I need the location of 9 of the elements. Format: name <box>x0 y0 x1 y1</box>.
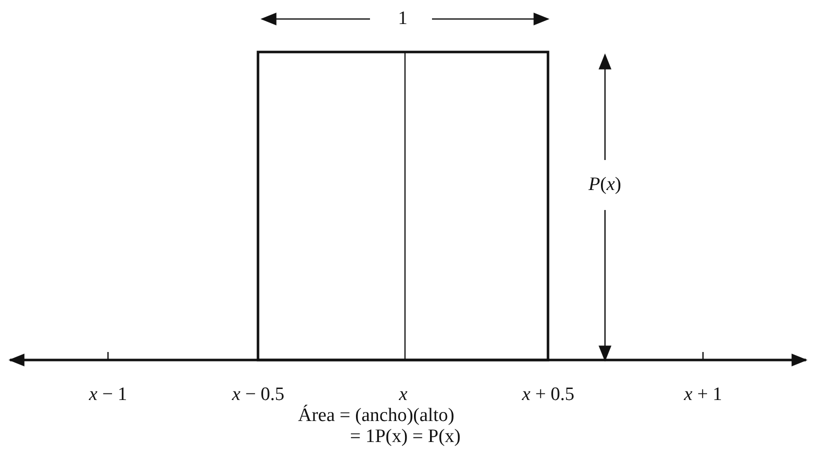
axis-label: x − 0.5 <box>232 384 284 406</box>
axis-label: x <box>399 384 408 406</box>
formula-text: Área = (ancho)(alto) <box>298 405 454 427</box>
axis-label: x + 1 <box>684 384 722 406</box>
axis-label: x − 1 <box>89 384 128 406</box>
dimension-label: P(x) <box>588 174 622 196</box>
dimension-label: 1 <box>398 8 408 30</box>
axis-label: x + 0.5 <box>522 384 574 406</box>
formula-text: = 1P(x) = P(x) <box>350 426 461 448</box>
